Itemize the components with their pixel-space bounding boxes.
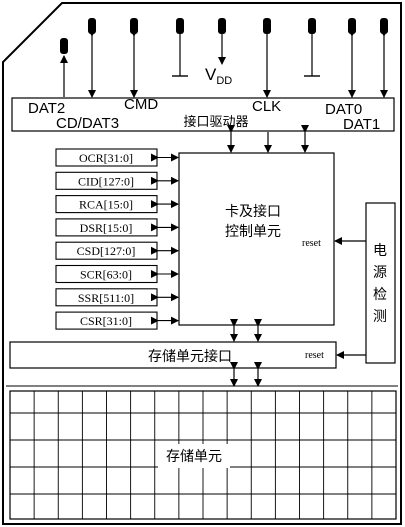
register-label: SCR[63:0]	[80, 268, 132, 282]
pin-dat1	[380, 18, 388, 98]
pin-cmd	[130, 18, 138, 98]
register-label: DSR[15:0]	[80, 221, 133, 235]
pin-vdd	[218, 18, 226, 65]
pin-label-dat0: DAT0	[325, 101, 362, 118]
pin-gnd-1	[172, 18, 188, 77]
register-item: CSR[31:0]	[55, 311, 179, 330]
pin-label-dat2: DAT2	[28, 100, 65, 117]
power-detect-box	[365, 202, 396, 364]
register-item: CID[127:0]	[55, 171, 179, 190]
pin-label-cmd: CMD	[124, 96, 158, 113]
card-pins	[60, 18, 388, 98]
storage-interface-label: 存储单元接口	[148, 348, 232, 365]
register-label: SSR[511:0]	[78, 291, 134, 305]
storage-unit-label-bg	[158, 444, 230, 468]
control-unit-reset-label: reset	[302, 238, 321, 249]
interface-driver-box	[11, 97, 395, 132]
pin-label-clk: CLK	[252, 98, 281, 115]
power-detect-char: 检	[373, 287, 387, 303]
register-item: SCR[63:0]	[55, 264, 179, 284]
register-label: RCA[15:0]	[79, 198, 133, 212]
power-detect-char: 源	[373, 265, 387, 281]
register-label: CSR[31:0]	[80, 314, 132, 328]
power-detect-char: 电	[373, 243, 387, 259]
register-item: OCR[31:0]	[55, 148, 179, 167]
register-label: CSD[127:0]	[77, 244, 136, 258]
storage-unit-label: 存储单元	[166, 449, 222, 465]
power-detect-char: 测	[373, 309, 387, 325]
pin-dat0	[348, 18, 356, 98]
pin-clk	[263, 18, 271, 98]
pin-cd-dat3	[88, 18, 96, 98]
driver-control-arrows	[227, 125, 309, 153]
pin-label-dat1: DAT1	[343, 116, 380, 133]
register-list: OCR[31:0] CID[127:0] RCA[15:0] DSR[15:0] CSD…	[55, 148, 179, 330]
vdd-label: VDD	[205, 65, 232, 87]
register-label: CID[127:0]	[78, 174, 134, 188]
storage-interface-reset-label: reset	[305, 350, 324, 361]
control-storage-arrows	[230, 319, 262, 342]
register-item: SSR[511:0]	[55, 288, 179, 307]
interface-driver-label: 接口驱动器	[183, 114, 248, 129]
register-item: DSR[15:0]	[55, 218, 179, 237]
register-item: RCA[15:0]	[55, 195, 179, 214]
storage-interface-box	[9, 341, 337, 369]
pin-gnd-2	[304, 18, 320, 77]
interface-storage-arrows	[230, 362, 262, 387]
pin-label-cd-dat3: CD/DAT3	[56, 115, 119, 132]
register-label: OCR[31:0]	[79, 151, 133, 165]
register-item: CSD[127:0]	[55, 241, 179, 260]
pin-dat2	[60, 38, 68, 97]
control-unit-line1: 卡及接口	[225, 203, 281, 220]
control-unit-line2: 控制单元	[225, 224, 281, 240]
